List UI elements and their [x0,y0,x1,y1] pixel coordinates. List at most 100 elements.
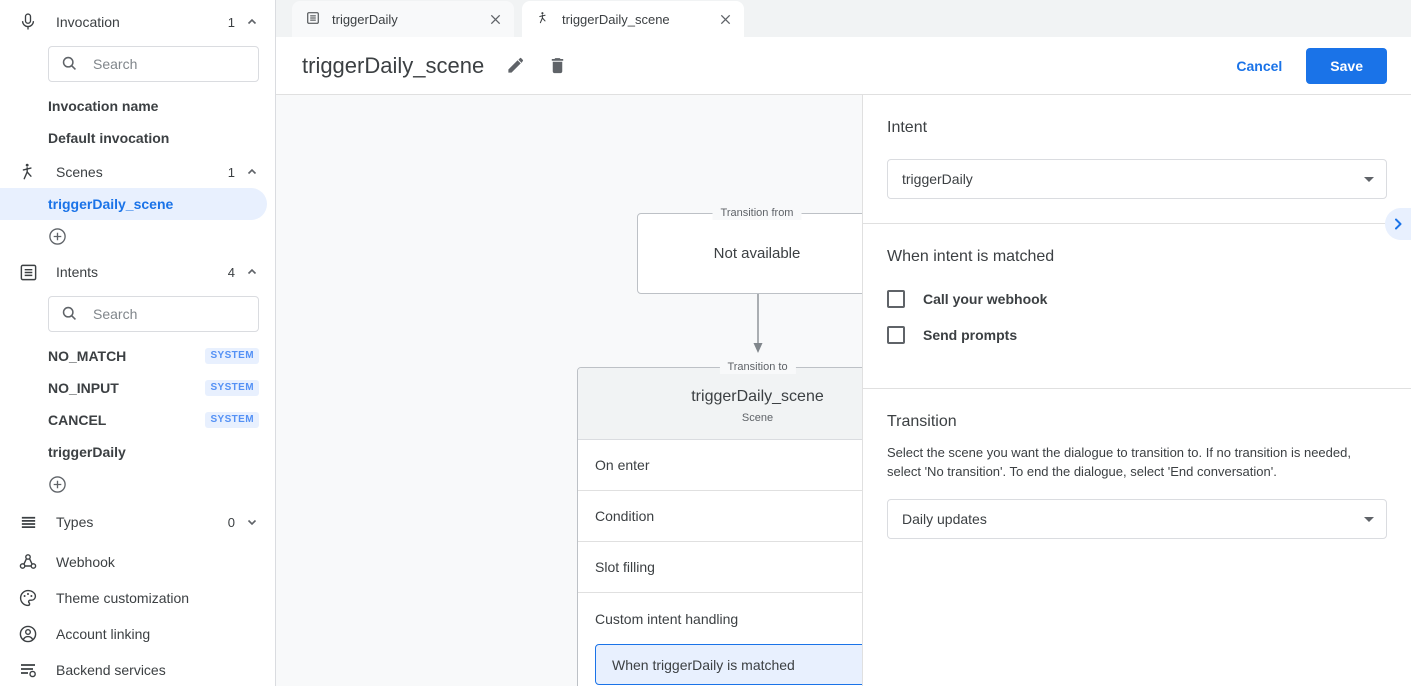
microphone-icon [16,10,40,34]
transition-select[interactable]: Daily updates [887,499,1387,539]
scene-card-subtitle: Scene [741,412,774,424]
sidebar-section-intents[interactable]: Intents 4 [0,256,275,288]
when-intent-matched-section: When intent is matched Call your webhook… [863,224,1411,389]
properties-panel: Intent triggerDaily When intent is match… [862,95,1411,686]
intents-icon [16,260,40,284]
scene-row-custom-intent-handling[interactable]: Custom intent handling [578,593,862,644]
sidebar-item-label: NO_INPUT [48,380,119,396]
sidebar-section-label: Scenes [56,164,103,180]
sidebar-section-count: 1 [227,164,235,180]
sidebar-item-backend-services[interactable]: Backend services [0,654,275,686]
sidebar-item-triggerdaily-scene[interactable]: triggerDaily_scene [0,188,267,220]
close-icon[interactable] [716,10,734,28]
scene-card-header[interactable]: triggerDaily_scene Scene [578,368,862,440]
checkbox-call-your-webhook[interactable]: Call your webhook [887,290,1387,308]
transition-from-legend: Transition from [712,206,802,220]
when-matched-title: When intent is matched [887,248,1055,265]
chevron-right-icon[interactable] [1385,208,1411,240]
scene-row-on-enter[interactable]: On enter [578,440,862,491]
sidebar-section-invocation[interactable]: Invocation 1 [0,6,275,38]
checkbox-label: Send prompts [923,327,1018,343]
intents-icon [306,11,322,27]
invocation-search-box[interactable] [48,46,259,82]
add-scene-button[interactable] [0,220,275,254]
scene-row-condition[interactable]: Condition [578,491,862,542]
scene-card-title: triggerDaily_scene [691,388,824,405]
sidebar-section-label: Types [56,514,94,530]
sidebar-section-label: Invocation [56,14,120,30]
custom-intent-handler-list: When triggerDaily is matched [578,644,862,686]
invocation-search-wrap [0,38,275,90]
transition-section: Transition Select the scene you want the… [863,389,1411,563]
sidebar-item-label: triggerDaily [48,444,126,460]
cancel-button[interactable]: Cancel [1224,50,1294,82]
page-title: triggerDaily_scene [302,52,485,78]
backend-icon [16,658,40,682]
pencil-icon[interactable] [506,56,526,76]
intents-search-box[interactable] [48,296,259,332]
scene-icon [536,11,552,27]
checkbox-label: Call your webhook [923,291,1048,307]
tab-label: triggerDaily_scene [562,11,670,27]
sidebar-section-scenes[interactable]: Scenes 1 [0,156,275,188]
sidebar-section-types[interactable]: Types 0 [0,506,275,538]
add-circle-icon [48,475,68,495]
close-icon[interactable] [486,10,504,28]
invocation-search-input[interactable] [91,55,246,73]
sidebar-section-count: 4 [227,264,235,280]
sidebar-item-default-invocation[interactable]: Default invocation [0,122,275,154]
scene-card: Transition to triggerDaily_scene Scene O… [577,360,862,686]
checkbox-box[interactable] [887,326,905,344]
status-badge: SYSTEM [205,412,259,428]
sidebar-item-label: NO_MATCH [48,348,127,364]
chevron-up-icon [245,265,259,279]
types-icon [16,510,40,534]
sidebar-item-invocation-name[interactable]: Invocation name [0,90,275,122]
status-badge: SYSTEM [205,380,259,396]
sidebar-item-theme-customization[interactable]: Theme customization [0,582,275,614]
palette-icon [16,586,40,610]
sidebar-section-count: 1 [227,14,235,30]
intent-handler-label: When triggerDaily is matched [612,656,795,673]
scene-canvas[interactable]: Transition from Not available Transition… [276,95,862,686]
scene-row-slot-filling[interactable]: Slot filling [578,542,862,593]
sidebar-item-triggerdaily[interactable]: triggerDaily [0,436,275,468]
intents-search-wrap [0,288,275,340]
sidebar-item-account-linking[interactable]: Account linking [0,618,275,650]
intent-handler-chip[interactable]: When triggerDaily is matched [595,644,862,685]
transition-section-title: Transition [887,413,957,430]
sidebar-item-no-input[interactable]: NO_INPUT SYSTEM [0,372,275,404]
intents-search-input[interactable] [91,305,246,323]
sidebar-item-no-match[interactable]: NO_MATCH SYSTEM [0,340,275,372]
tab-label: triggerDaily [332,11,398,27]
sidebar-item-label: Webhook [56,554,115,570]
save-button[interactable]: Save [1306,47,1387,84]
sidebar-item-label: Invocation name [48,98,159,114]
sidebar-section-label: Intents [56,264,99,280]
sidebar-item-label: Theme customization [56,590,190,606]
search-icon [61,305,79,323]
chevron-down-icon [1364,176,1374,182]
transition-from-node[interactable]: Transition from Not available [637,206,862,294]
tab-triggerdaily-scene[interactable]: triggerDaily_scene [522,1,744,37]
left-sidebar: Invocation 1 Invocation name Default inv… [0,0,276,686]
sidebar-item-webhook[interactable]: Webhook [0,546,275,578]
sidebar-item-label: triggerDaily_scene [48,196,174,212]
tab-bar: triggerDaily triggerDaily_scene [276,0,1411,37]
checkbox-send-prompts[interactable]: Send prompts [887,326,1387,344]
trash-icon[interactable] [548,56,568,76]
intent-section: Intent triggerDaily [863,95,1411,224]
intent-section-title: Intent [887,119,928,136]
sidebar-item-label: CANCEL [48,412,107,428]
body-split: Transition from Not available Transition… [276,95,1411,686]
sidebar-item-label: Backend services [56,662,166,678]
scene-row-label: On enter [595,457,650,473]
transition-select-value: Daily updates [902,511,987,527]
checkbox-box[interactable] [887,290,905,308]
status-badge: SYSTEM [205,348,259,364]
tab-triggerdaily[interactable]: triggerDaily [292,1,514,37]
intent-select[interactable]: triggerDaily [887,159,1387,199]
sidebar-item-cancel[interactable]: CANCEL SYSTEM [0,404,275,436]
add-intent-button[interactable] [0,468,275,502]
